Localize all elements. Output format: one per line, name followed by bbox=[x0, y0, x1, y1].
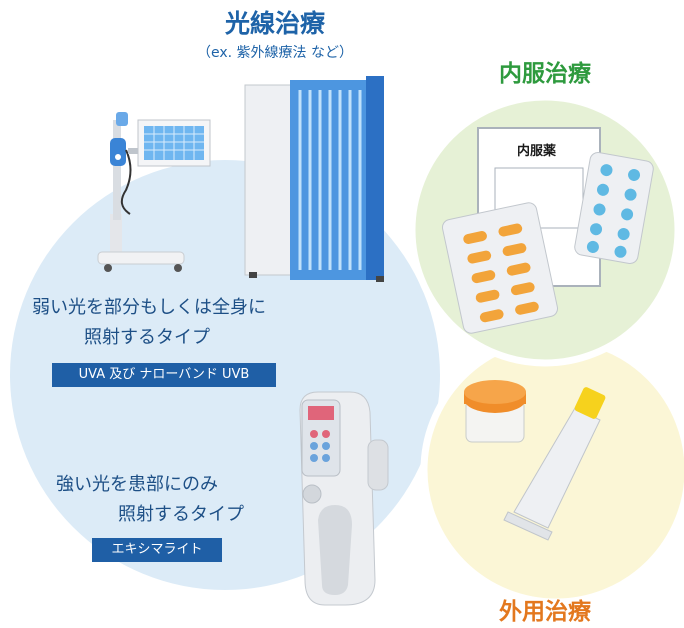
excimer-device-icon bbox=[299, 391, 389, 606]
type1-description-line2: 照射するタイプ bbox=[84, 327, 210, 348]
oral-medicine-label: 内服薬 bbox=[517, 144, 557, 159]
topical-medicine-icon bbox=[464, 380, 606, 541]
oral-medicine-icon bbox=[441, 127, 654, 334]
phototherapy-title: 光線治療 bbox=[224, 9, 325, 38]
type2-description-line1: 強い光を患部にのみ bbox=[56, 474, 218, 495]
oral-treatment-title: 内服治療 bbox=[499, 61, 591, 87]
type1-badge: UVA 及び ナローバンド UVB bbox=[52, 363, 276, 387]
uv-booth-icon bbox=[244, 76, 384, 282]
phototherapy-subtitle: （ex. 紫外線療法 など） bbox=[196, 45, 353, 61]
topical-treatment-title: 外用治療 bbox=[499, 599, 591, 625]
type2-badge: エキシマライト bbox=[92, 538, 222, 562]
type2-description-line2: 照射するタイプ bbox=[118, 504, 244, 525]
type1-description-line1: 弱い光を部分もしくは全身に bbox=[32, 297, 266, 318]
uv-panel-lamp-icon bbox=[97, 112, 211, 272]
